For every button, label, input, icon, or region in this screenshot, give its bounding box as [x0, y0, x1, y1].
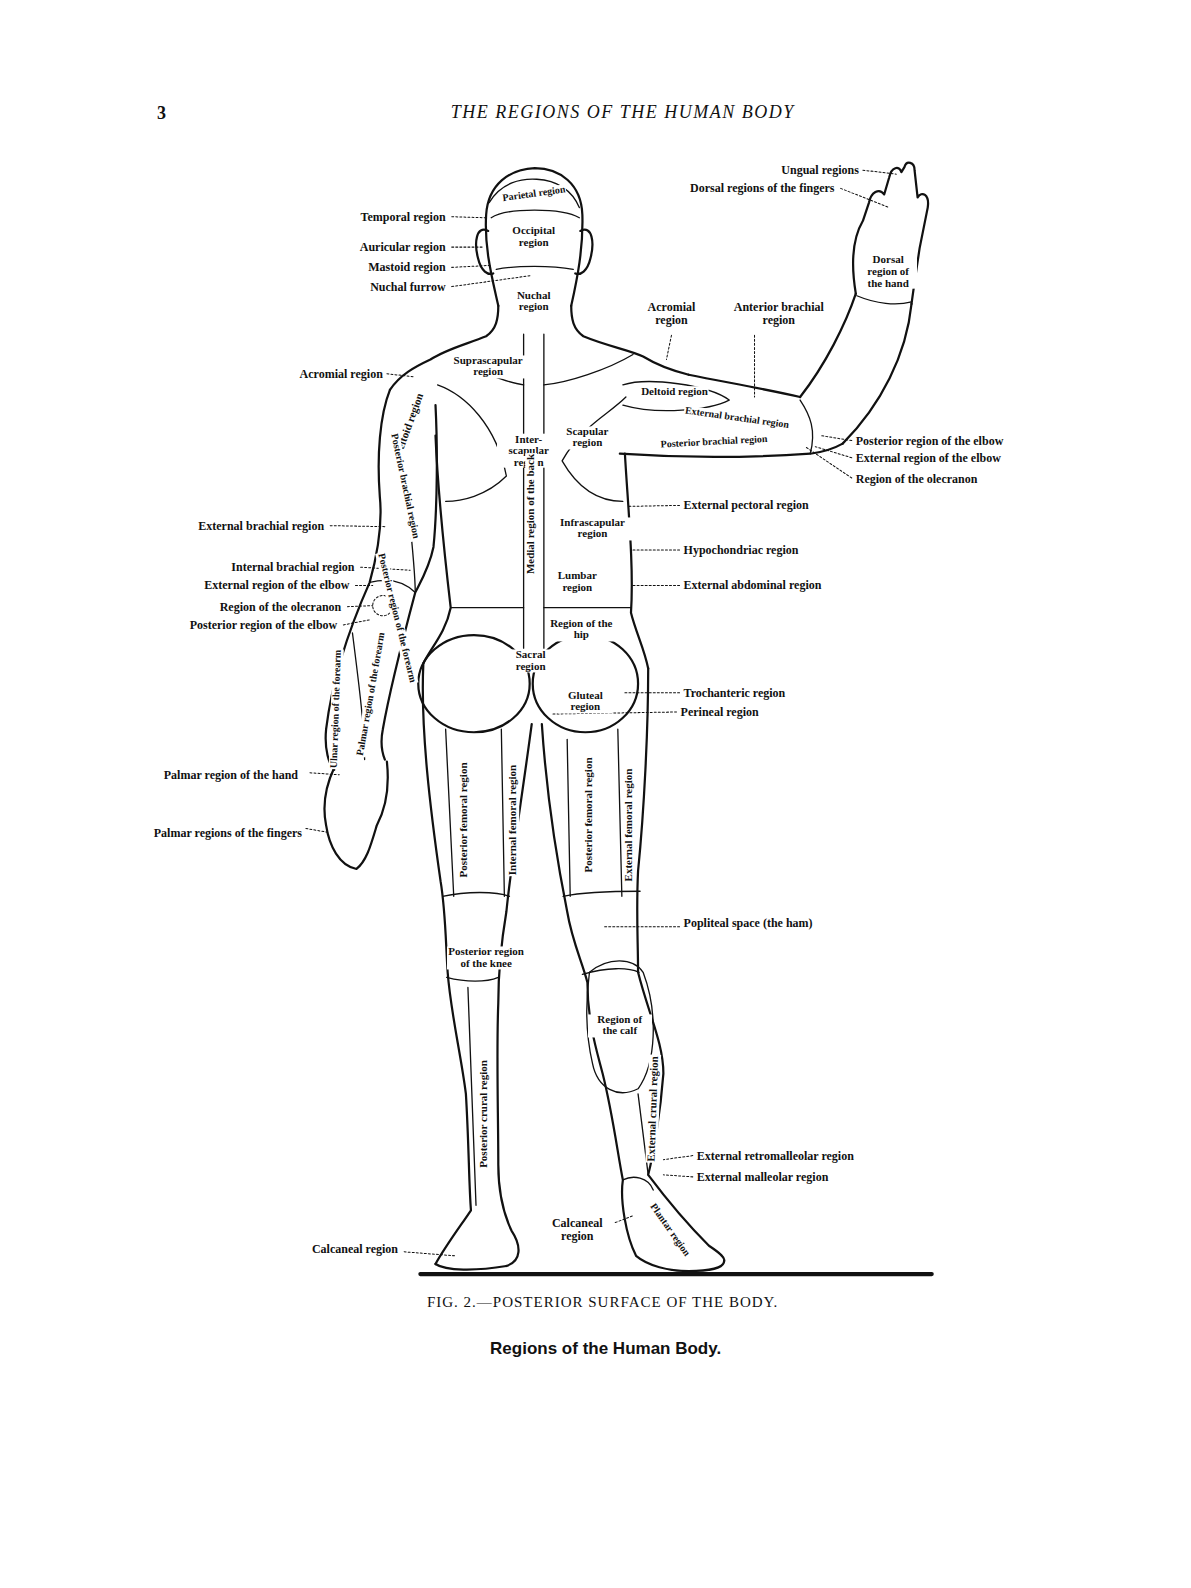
region-label: Ungual regions: [781, 164, 858, 177]
region-label: Acromial region: [636, 301, 706, 326]
region-label: Internal brachial region: [231, 561, 354, 574]
region-label: External region of the elbow: [856, 451, 1001, 464]
region-label: Deltoid region: [640, 386, 709, 398]
region-label: Posterior region of the elbow: [856, 434, 1004, 447]
region-label: Calcaneal region: [312, 1242, 398, 1255]
region-lines: [352, 179, 911, 1205]
region-label: Gluteal region: [558, 690, 612, 713]
region-label: Scapular region: [559, 426, 616, 449]
region-label: Plantar region: [648, 1201, 693, 1259]
region-label: Trochanteric region: [684, 686, 786, 699]
region-label: Mastoid region: [368, 261, 445, 274]
figure-caption: FIG. 2.—POSTERIOR SURFACE OF THE BODY.: [427, 1296, 778, 1312]
region-label: Popliteal space (the ham): [684, 916, 813, 929]
region-label: Sacral region: [506, 650, 556, 673]
region-label: Acromial region: [300, 367, 383, 380]
region-label: External region of the elbow: [204, 579, 349, 592]
region-label: Lumbar region: [550, 571, 604, 594]
region-label: Nuchal region: [505, 290, 563, 313]
region-label: External pectoral region: [684, 499, 809, 512]
region-label: Posterior crural region: [478, 1059, 490, 1169]
region-label: Temporal region: [361, 210, 446, 223]
region-label: Calcaneal region: [540, 1218, 614, 1243]
region-label: Region of the calf: [588, 1014, 652, 1037]
region-label: Palmar regions of the fingers: [148, 827, 308, 840]
region-label: Perineal region: [681, 706, 759, 719]
region-label: External brachial region: [684, 406, 791, 431]
region-label: External femoral region: [623, 768, 635, 883]
region-label: Anterior brachial region: [724, 301, 834, 326]
region-label: Medial region of the back: [525, 453, 537, 575]
body-outline: [325, 163, 929, 1271]
region-label: Auricular region: [360, 241, 446, 254]
region-label: Dorsal regions of the fingers: [690, 182, 834, 195]
region-label: External retromalleolar region: [697, 1149, 854, 1162]
region-label: Ulnar region of the forearm: [329, 649, 344, 770]
region-label: Region of the olecranon: [220, 600, 342, 613]
region-label: Hypochondriac region: [684, 544, 799, 557]
leader-lines: [306, 170, 896, 1256]
page-header: THE REGIONS OF THE HUMAN BODY: [451, 103, 795, 122]
region-label: Region of the olecranon: [856, 473, 978, 486]
region-label: Parietal region: [501, 185, 567, 205]
region-label: Posterior region of the knee: [447, 947, 525, 970]
region-label: Posterior femoral region: [584, 757, 596, 874]
region-label: Suprascapular region: [441, 355, 535, 378]
region-label: Occipital region: [502, 225, 566, 248]
region-label: Internal femoral region: [508, 764, 520, 876]
region-label: Nuchal furrow: [370, 280, 445, 293]
region-label: External brachial region: [198, 519, 324, 532]
ground-line: [420, 1272, 931, 1276]
region-label: External abdominal region: [684, 579, 822, 592]
region-label: Posterior brachial region: [659, 433, 768, 449]
region-label: Palmar region of the hand: [156, 768, 306, 781]
page-number: 3: [157, 104, 166, 123]
region-label: Dorsal region of the hand: [859, 254, 917, 289]
region-label: Region of the hip: [547, 618, 615, 641]
region-label: External crural region: [646, 1055, 661, 1163]
region-label: Posterior region of the elbow: [190, 619, 338, 632]
region-label: Posterior femoral region: [458, 762, 470, 879]
figure-subtitle: Regions of the Human Body.: [490, 1340, 721, 1358]
region-label: Infrascapular region: [550, 517, 634, 540]
region-label: External malleolar region: [697, 1171, 829, 1184]
